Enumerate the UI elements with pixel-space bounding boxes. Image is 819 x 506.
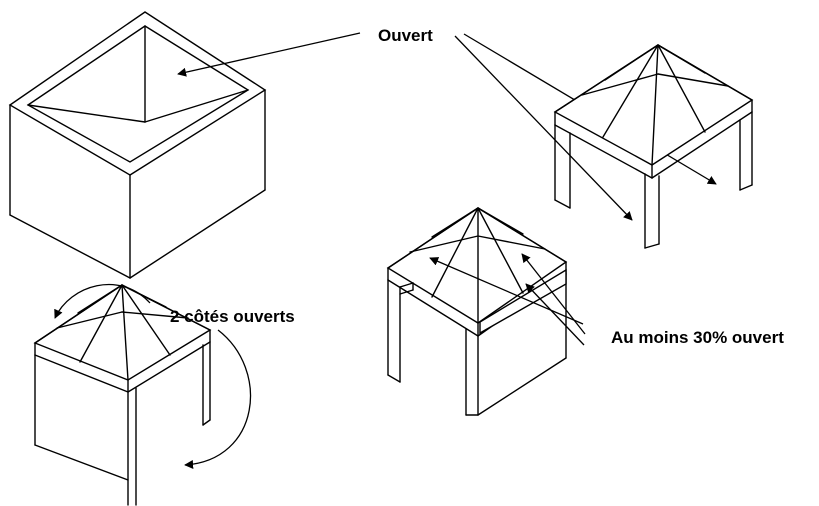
box-top-rim <box>8 11 267 176</box>
two-sides-open-pavilion <box>33 283 252 506</box>
percent-arrow-3 <box>525 283 585 346</box>
label-at-least-30-open: Au moins 30% ouvert <box>611 328 784 347</box>
percent-arrow-1 <box>429 257 584 325</box>
open-top-arrow <box>177 32 361 77</box>
label-two-sides-open: 2 côtés ouverts <box>170 307 295 326</box>
open-pavilion <box>553 44 754 249</box>
curved-arrow-right <box>184 329 252 469</box>
open-arrow-front <box>454 35 633 221</box>
partial-pavilion <box>386 207 586 416</box>
wall-opening <box>479 268 567 335</box>
label-open: Ouvert <box>378 26 433 45</box>
percent-arrow-2 <box>521 253 586 335</box>
curved-arrow-left <box>54 283 151 319</box>
open-top-box <box>8 11 361 279</box>
